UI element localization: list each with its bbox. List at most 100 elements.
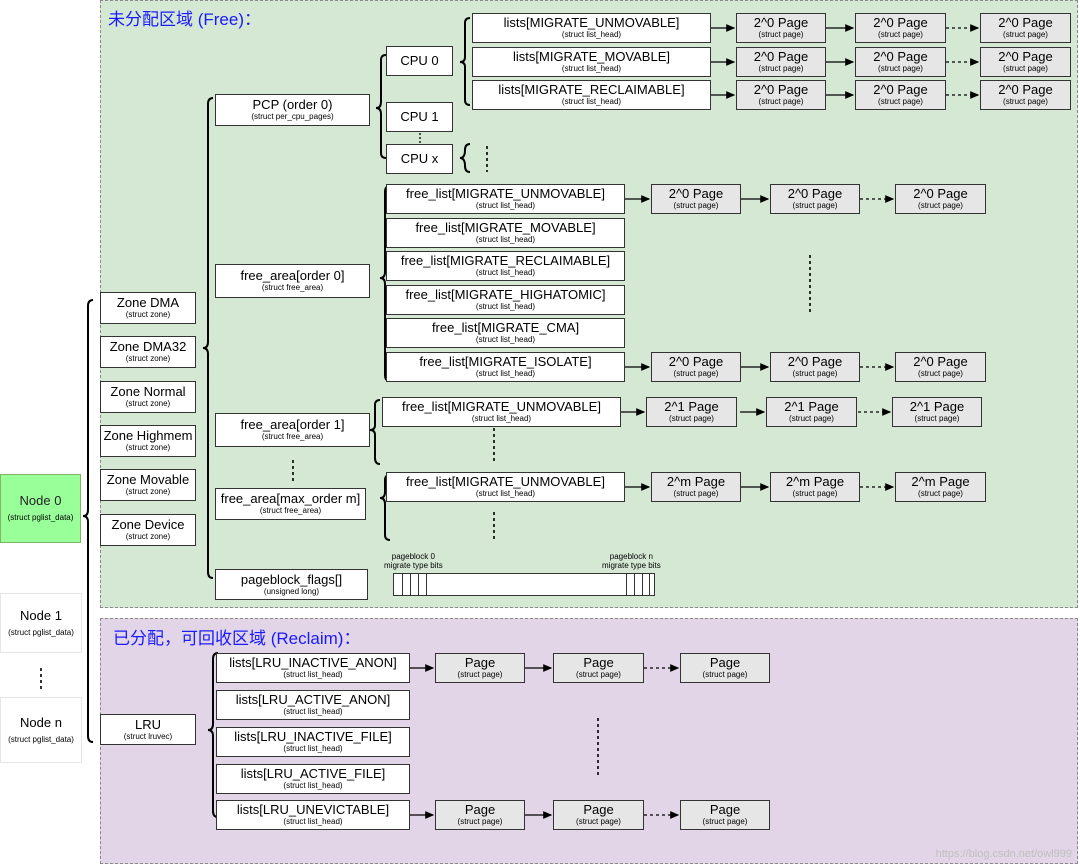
- page-box: Page(struct page): [435, 653, 525, 683]
- page-label: 2^m Page: [911, 474, 970, 490]
- page-sub: (struct page): [702, 670, 748, 680]
- node-n-box[interactable]: Node n (struct pglist_data): [0, 697, 82, 763]
- free-area-order-1[interactable]: free_area[order 1] (struct free_area): [215, 413, 370, 447]
- page-sub: (struct page): [669, 414, 714, 424]
- page-box: Page(struct page): [553, 800, 644, 830]
- node-1-box[interactable]: Node 1 (struct pglist_data): [0, 593, 82, 653]
- page-box: 2^0 Page(struct page): [980, 47, 1071, 77]
- order0-list-movable[interactable]: free_list[MIGRATE_MOVABLE](struct list_h…: [386, 218, 625, 248]
- order0-list-cma[interactable]: free_list[MIGRATE_CMA](struct list_head): [386, 318, 625, 348]
- watermark: https://blog.csdn.net/owl999: [935, 848, 1072, 860]
- page-sub: (struct page): [914, 414, 960, 424]
- node-0-box[interactable]: Node 0 (struct pglist_data): [0, 474, 81, 543]
- page-box: Page(struct page): [680, 800, 770, 830]
- page-label: Page: [709, 802, 741, 818]
- page-box: 2^1 Page(struct page): [892, 397, 982, 427]
- zone-dma32-box[interactable]: Zone DMA32 (struct zone): [100, 336, 196, 368]
- bit-divider: [634, 574, 635, 595]
- zone-sub: (struct zone): [125, 310, 171, 320]
- list-label: lists[LRU_UNEVICTABLE]: [236, 802, 390, 818]
- order0-list-isolate[interactable]: free_list[MIGRATE_ISOLATE](struct list_h…: [386, 352, 625, 382]
- cpu-1-box[interactable]: CPU 1: [386, 102, 453, 132]
- pcp-list-movable[interactable]: lists[MIGRATE_MOVABLE] (struct list_head…: [472, 47, 711, 77]
- zone-label: Zone Highmem: [103, 428, 193, 444]
- bit-divider: [626, 574, 627, 595]
- lru-list-inactive-file[interactable]: lists[LRU_INACTIVE_FILE](struct list_hea…: [216, 727, 410, 757]
- page-sub: (struct page): [576, 670, 621, 680]
- page-box: 2^0 Page(struct page): [855, 80, 946, 110]
- pageblock-flags-box[interactable]: pageblock_flags[] (unsigned long): [215, 569, 368, 600]
- lru-box[interactable]: LRU (struct lruvec): [100, 714, 196, 745]
- list-sub: (struct list_head): [475, 201, 536, 211]
- zone-highmem-box[interactable]: Zone Highmem (struct zone): [100, 425, 196, 457]
- zone-device-box[interactable]: Zone Device (struct zone): [100, 514, 196, 546]
- lru-list-active-anon[interactable]: lists[LRU_ACTIVE_ANON](struct list_head): [216, 690, 410, 720]
- list-label: lists[LRU_ACTIVE_FILE]: [240, 766, 386, 782]
- free-region-title: 未分配区域 (Free)：: [108, 10, 261, 29]
- order1-list-unmovable[interactable]: free_list[MIGRATE_UNMOVABLE](struct list…: [382, 397, 621, 427]
- page-label: 2^0 Page: [753, 82, 809, 98]
- zone-sub: (struct zone): [125, 443, 171, 453]
- zone-sub: (struct zone): [125, 487, 171, 497]
- page-label: 2^0 Page: [998, 82, 1053, 98]
- pcp-box[interactable]: PCP (order 0) (struct per_cpu_pages): [215, 94, 370, 126]
- page-label: 2^m Page: [785, 474, 845, 490]
- list-label: free_list[MIGRATE_MOVABLE]: [415, 220, 596, 236]
- page-sub: (struct page): [1003, 64, 1048, 74]
- list-label: lists[LRU_ACTIVE_ANON]: [235, 692, 391, 708]
- page-label: 2^0 Page: [668, 354, 724, 370]
- list-label: free_list[MIGRATE_RECLAIMABLE]: [400, 253, 611, 269]
- zone-label: Zone DMA: [116, 295, 180, 311]
- page-sub: (struct page): [792, 201, 838, 211]
- order0-list-reclaimable[interactable]: free_list[MIGRATE_RECLAIMABLE](struct li…: [386, 251, 625, 281]
- pageblock-0-label: pageblock 0 migrate type bits: [384, 552, 443, 570]
- lru-sub: (struct lruvec): [123, 731, 173, 741]
- page-sub: (struct page): [792, 489, 838, 499]
- orderm-list-unmovable[interactable]: free_list[MIGRATE_UNMOVABLE](struct list…: [386, 472, 625, 502]
- cpu-label: CPU x: [400, 151, 439, 167]
- page-sub: (struct page): [457, 817, 503, 827]
- zone-movable-box[interactable]: Zone Movable (struct zone): [100, 469, 196, 501]
- page-label: 2^1 Page: [664, 399, 719, 415]
- lru-list-unevictable[interactable]: lists[LRU_UNEVICTABLE](struct list_head): [216, 800, 410, 830]
- list-label: free_list[MIGRATE_UNMOVABLE]: [402, 399, 601, 415]
- order0-list-highatomic[interactable]: free_list[MIGRATE_HIGHATOMIC](struct lis…: [386, 285, 625, 315]
- page-sub: (struct page): [457, 670, 503, 680]
- page-box: 2^0 Page(struct page): [855, 47, 946, 77]
- list-sub: (struct list_head): [283, 817, 343, 827]
- lru-label: LRU: [134, 716, 161, 732]
- free-area-sub: (struct free_area): [261, 283, 324, 293]
- page-box: 2^1 Page(struct page): [766, 397, 857, 427]
- lru-list-active-file[interactable]: lists[LRU_ACTIVE_FILE](struct list_head): [216, 764, 410, 794]
- page-sub: (struct page): [1003, 30, 1048, 40]
- pcp-list-unmovable[interactable]: lists[MIGRATE_UNMOVABLE] (struct list_he…: [472, 13, 711, 43]
- free-area-order-m[interactable]: free_area[max_order m] (struct free_area…: [215, 488, 366, 520]
- pcp-label: PCP (order 0): [252, 97, 333, 113]
- pageblock-n-label: pageblock n migrate type bits: [602, 552, 661, 570]
- cpu-0-box[interactable]: CPU 0: [386, 46, 453, 76]
- pageblock-bitmap: [393, 573, 655, 596]
- free-area-order-0[interactable]: free_area[order 0] (struct free_area): [215, 264, 370, 298]
- page-label: 2^0 Page: [668, 186, 724, 202]
- page-sub: (struct page): [1003, 97, 1048, 107]
- cpu-x-box[interactable]: CPU x: [386, 144, 453, 174]
- page-label: 2^0 Page: [998, 49, 1053, 65]
- page-box: 2^0 Page(struct page): [651, 184, 741, 214]
- list-sub: (struct list_head): [475, 235, 536, 245]
- page-label: 2^0 Page: [913, 186, 968, 202]
- page-sub: (struct page): [758, 30, 804, 40]
- page-box: Page(struct page): [680, 653, 770, 683]
- page-label: 2^0 Page: [998, 15, 1053, 31]
- lru-list-inactive-anon[interactable]: lists[LRU_INACTIVE_ANON](struct list_hea…: [216, 653, 410, 683]
- list-label: free_list[MIGRATE_UNMOVABLE]: [406, 186, 605, 202]
- page-label: 2^0 Page: [913, 354, 968, 370]
- pcp-list-reclaimable[interactable]: lists[MIGRATE_RECLAIMABLE] (struct list_…: [472, 80, 711, 110]
- page-label: Page: [464, 802, 496, 818]
- zone-dma-box[interactable]: Zone DMA (struct zone): [100, 292, 196, 324]
- zone-normal-box[interactable]: Zone Normal (struct zone): [100, 381, 196, 413]
- page-sub: (struct page): [702, 817, 748, 827]
- order0-list-unmovable[interactable]: free_list[MIGRATE_UNMOVABLE](struct list…: [386, 184, 625, 214]
- page-box: 2^0 Page(struct page): [651, 352, 741, 382]
- node-n-sub: (struct pglist_data): [8, 734, 74, 744]
- page-label: Page: [464, 655, 496, 671]
